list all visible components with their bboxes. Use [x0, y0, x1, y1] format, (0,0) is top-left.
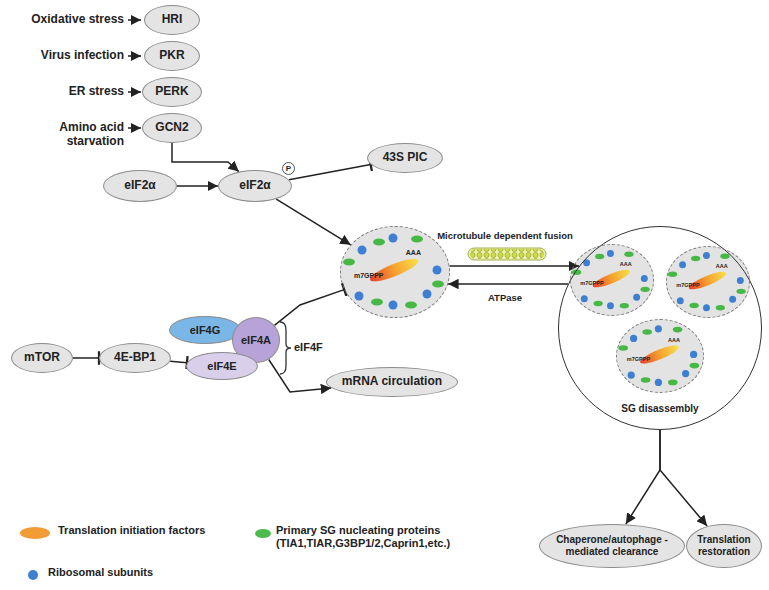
kinase-ellipse: PKR: [144, 41, 200, 71]
complex-label: eIF4F: [294, 341, 354, 354]
node-text: PKR: [159, 49, 184, 63]
node-text: eIF4G: [190, 324, 221, 337]
phospho-factor-ellipse: eIF2αP: [218, 170, 292, 202]
stress-granule: m7GPPP AAA: [666, 246, 750, 318]
node-text: AAA: [620, 261, 632, 267]
stimulus-label: Oxidative stress: [2, 13, 124, 27]
factor-ellipse: 4E-BP1: [99, 343, 171, 373]
edge-label: Microtubule dependent fusion: [435, 231, 575, 242]
factor-ellipse: eIF4G: [169, 316, 241, 344]
node-text: m7GPPP: [627, 356, 650, 362]
legend-text: Primary SG nucleating proteins (TIA1,TIA…: [276, 524, 481, 549]
node-text: AAA: [406, 249, 421, 257]
stimulus-label: ER stress: [2, 85, 124, 99]
arrow-connector: [660, 430, 707, 526]
stress-granule: m7GPPP AAA: [570, 244, 654, 316]
inhibition-line: [170, 361, 187, 363]
legend-text: Ribosomal subunits: [48, 566, 208, 579]
node-text: AAA: [668, 337, 680, 343]
fused-granule: SG disassembly m7GPPP AAA m7GPPP AAA m7GPPP AA…: [558, 226, 762, 430]
node-text: HRI: [162, 13, 183, 27]
node-text: Chaperone/autophage -mediated clearance: [556, 534, 668, 557]
inhibition-line: [289, 164, 371, 179]
node-text: eIF2α: [239, 179, 270, 193]
kinase-ellipse: mTOR: [11, 343, 73, 373]
bracket: [280, 322, 291, 374]
legend-swatch: [255, 529, 271, 538]
node-text: 4E-BP1: [114, 351, 156, 365]
node-text: eIF4A: [241, 334, 271, 347]
edge-label: ATPase: [486, 293, 524, 304]
arrow-connector: [450, 265, 579, 267]
stimulus-label: Amino acid starvation: [2, 121, 124, 149]
stress-granule: m7GPPP AAA: [616, 319, 704, 393]
factor-ellipse: eIF4E: [186, 352, 258, 380]
phosphate-mark: P: [282, 162, 295, 175]
arrow-connector: [172, 143, 239, 172]
inhibition-line: [73, 357, 99, 359]
node-text: mRNA circulation: [342, 375, 442, 389]
inhibition-line: [274, 290, 344, 326]
arrow-connector: [177, 185, 218, 187]
stimulus-arrows: [128, 20, 141, 128]
outcome-ellipse: mRNA circulation: [326, 367, 458, 397]
kinase-ellipse: PERK: [142, 77, 202, 107]
outcome-ellipse: Translation restoration: [686, 524, 762, 569]
outcome-ellipse: Chaperone/autophage -mediated clearance: [539, 524, 685, 569]
legend-swatch: [20, 527, 50, 539]
microtubule: [468, 248, 546, 260]
node-text: eIF4E: [207, 360, 236, 373]
node-text: 43S PIC: [383, 151, 428, 165]
node-text: AAA: [716, 263, 728, 269]
arrow-connector: [626, 430, 660, 524]
arrow-connector: [269, 359, 332, 392]
stress-granule: m7GPPP AAA: [340, 226, 450, 318]
node-text: eIF2α: [124, 179, 155, 193]
legend-swatch: [28, 570, 38, 580]
kinase-ellipse: HRI: [144, 5, 200, 35]
arrow-connector: [276, 199, 350, 245]
node-text: GCN2: [155, 121, 188, 135]
node-text: SG disassembly: [559, 403, 761, 415]
complex-ellipse: 43S PIC: [367, 143, 443, 173]
node-text: m7GPPP: [354, 272, 384, 280]
node-text: mTOR: [24, 351, 60, 365]
stimulus-label: Virus infection: [2, 49, 124, 63]
kinase-ellipse: GCN2: [142, 113, 202, 143]
node-text: m7GPPP: [580, 280, 603, 286]
legend-text: Translation initiation factors: [58, 524, 258, 537]
node-text: Translation restoration: [689, 534, 759, 557]
node-text: PERK: [155, 85, 188, 99]
node-text: m7GPPP: [676, 282, 699, 288]
factor-ellipse: eIF2α: [103, 170, 177, 202]
arrow-connector: [448, 283, 568, 285]
